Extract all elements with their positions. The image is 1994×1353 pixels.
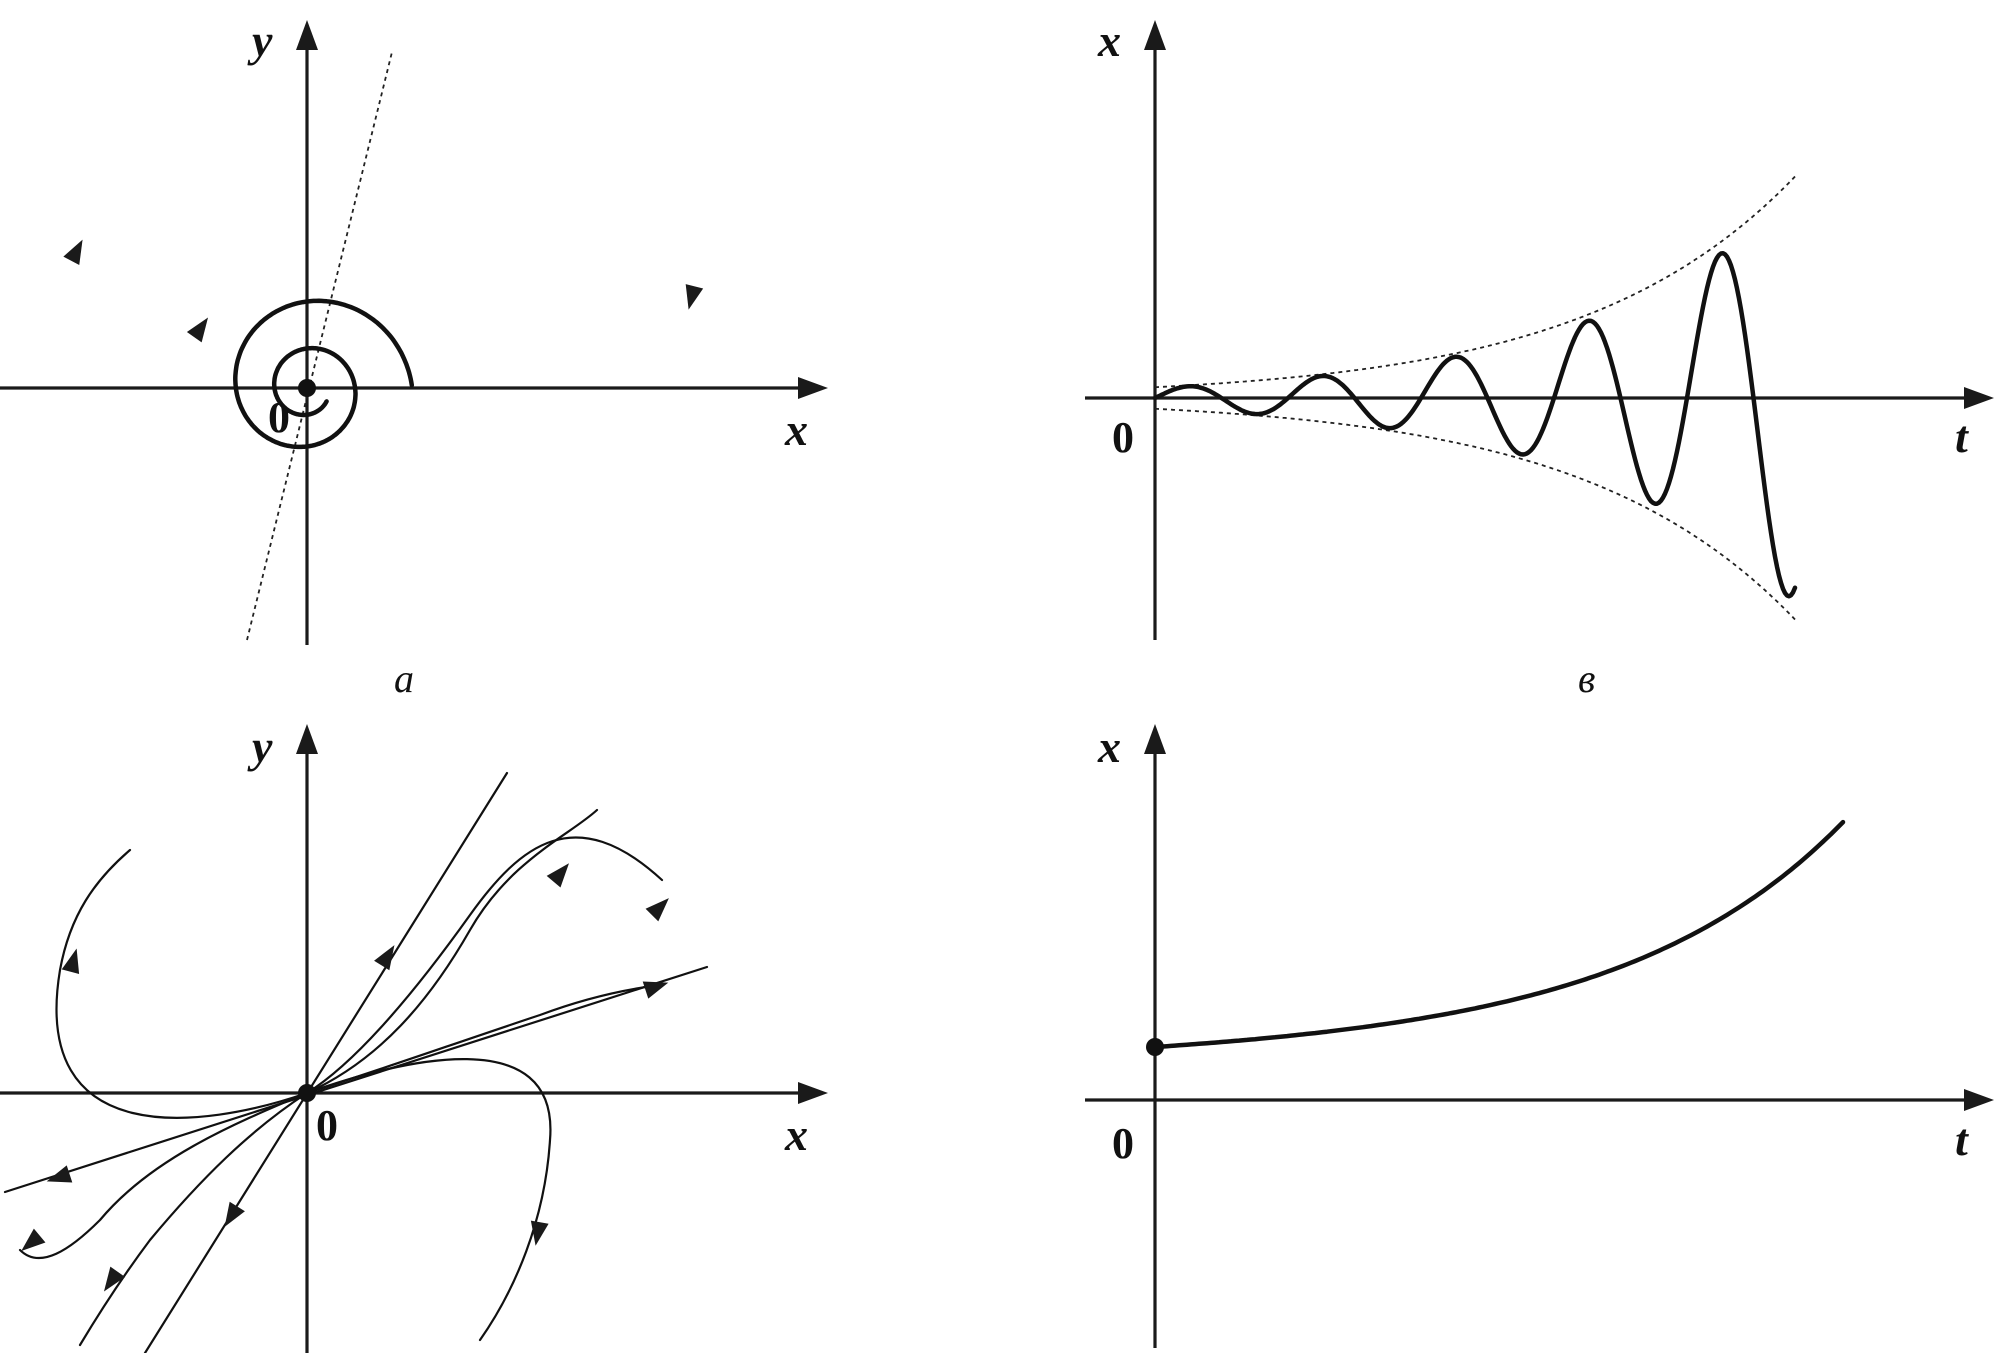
panel-c-direction-arrow [642, 981, 669, 999]
panel-v-t-axis-label: t [1955, 411, 1969, 462]
panel-a-letter: а [394, 656, 414, 701]
panel-c-direction-arrow [21, 1228, 46, 1251]
panel-c-trajectory [55, 848, 309, 1119]
panel-d-x-axis-label: x [1097, 721, 1121, 772]
panel-a-phase-portrait: y x 0 а [0, 15, 828, 701]
panel-c-direction-arrow [645, 898, 669, 922]
panel-a-spiral-trajectory [233, 298, 415, 450]
panel-d-t-axis-label: t [1955, 1114, 1969, 1165]
panel-c-trajectory [305, 808, 599, 1095]
panel-c-direction-arrow [61, 948, 80, 974]
panel-c-direction-arrow [374, 945, 395, 971]
panel-a-x-axis-arrow [798, 377, 828, 399]
panel-a-origin-label: 0 [268, 393, 290, 442]
panel-c-direction-arrow [530, 1220, 549, 1246]
panel-a-equilibrium-point [298, 379, 316, 397]
panel-d-origin-label: 0 [1112, 1119, 1134, 1168]
panel-c-direction-arrow [224, 1201, 245, 1227]
panel-c-y-axis-label: y [247, 721, 273, 772]
panel-c-steep-eigen-line [143, 771, 509, 1353]
panel-d-growth-curve [1152, 819, 1846, 1050]
panel-a-direction-arrow [685, 284, 704, 310]
panel-a-direction-arrow [63, 239, 83, 266]
panel-v-origin-label: 0 [1112, 413, 1134, 462]
panel-c-y-axis-arrow [296, 724, 318, 754]
panel-v-letter: в [1578, 656, 1595, 701]
panel-c-trajectory [305, 1058, 552, 1342]
panel-c-equilibrium-point [298, 1084, 316, 1102]
panel-v-x-axis-label: x [1097, 15, 1121, 66]
panel-d-t-axis-arrow [1964, 1089, 1994, 1111]
panel-c-shallow-eigen-line [3, 965, 709, 1194]
panel-d-initial-point [1146, 1038, 1164, 1056]
panel-a-y-axis-label: y [247, 15, 273, 66]
panel-c-direction-arrow [46, 1165, 73, 1183]
panel-c-x-axis-label: x [784, 1109, 808, 1160]
panel-c-origin-label: 0 [316, 1101, 338, 1150]
panel-v-oscillation-curve [1152, 250, 1798, 599]
panel-c-trajectory [78, 1091, 309, 1347]
panel-c-direction-arrow [103, 1266, 126, 1292]
panel-v-lower-envelope [1154, 407, 1796, 621]
panel-c-phase-portrait: y x 0 [0, 721, 828, 1353]
panel-v-upper-envelope [1154, 175, 1796, 389]
panel-a-x-axis-label: x [784, 404, 808, 455]
panel-a-direction-arrow [186, 317, 209, 343]
panel-c-x-axis-arrow [798, 1082, 828, 1104]
panel-v-time-series: x t 0 в [1085, 15, 1994, 701]
panel-c-trajectory [18, 1091, 309, 1260]
panel-v-x-axis-arrow [1144, 20, 1166, 50]
panel-d-time-series: x t 0 [1085, 721, 1994, 1348]
panel-d-x-axis-arrow [1144, 724, 1166, 754]
panel-v-t-axis-arrow [1964, 387, 1994, 409]
panel-c-trajectory [305, 836, 664, 1095]
panel-a-y-axis-arrow [296, 20, 318, 50]
panel-a-dotted-guide-line [246, 51, 393, 641]
panel-c-direction-arrow [546, 863, 569, 888]
